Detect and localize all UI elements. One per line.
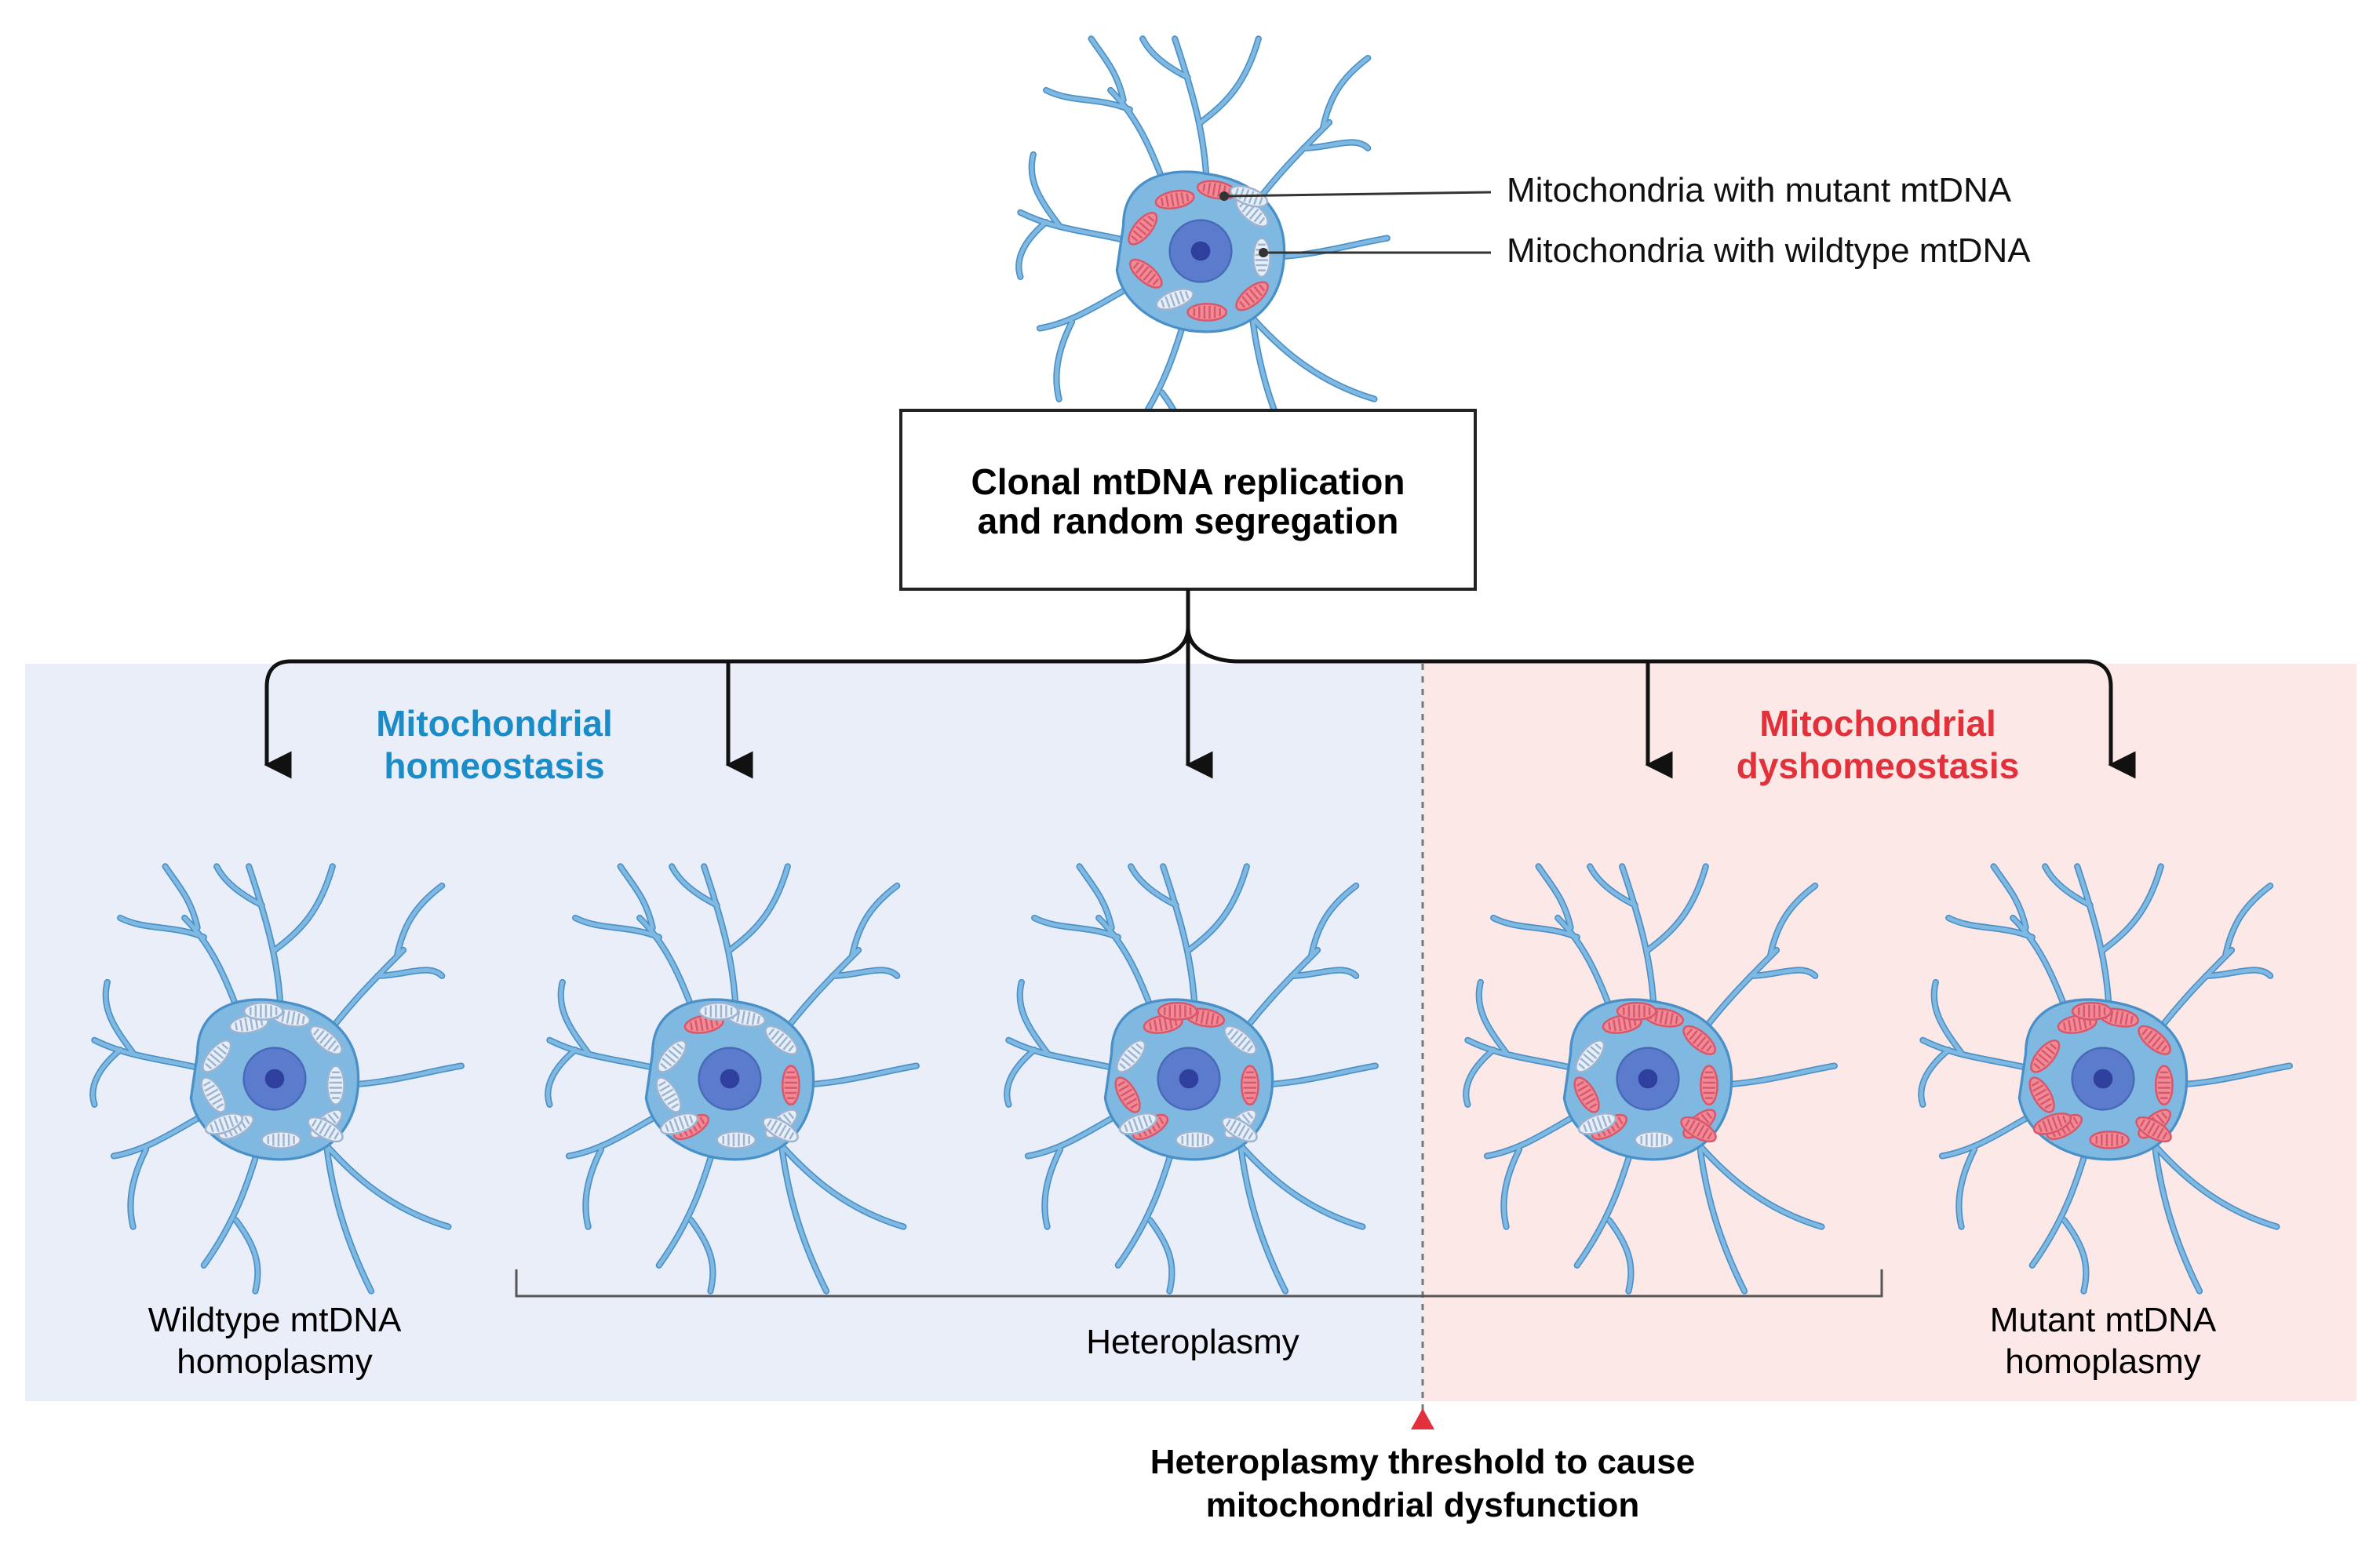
wildtype-label-line1: Wildtype mtDNA (148, 1301, 402, 1339)
mutant-mitochondrion (2089, 1131, 2130, 1149)
legend-mutant-label: Mitochondria with mutant mtDNA (1507, 171, 2012, 209)
threshold-label-line2: mitochondrial dysfunction (1206, 1486, 1639, 1524)
wildtype-mitochondrion (1634, 1131, 1675, 1149)
mutant-mitochondrion (1241, 1065, 1259, 1106)
mutant-mitochondrion (1700, 1065, 1718, 1106)
process-box (899, 409, 1477, 591)
wildtype-mitochondrion (242, 1002, 284, 1021)
heteroplasmy-bracket (515, 1269, 1883, 1298)
process-box-line1: Clonal mtDNA replication (971, 461, 1405, 502)
legend-mutant-leader (1223, 191, 1492, 198)
heteroplasmy-label: Heteroplasmy (1086, 1323, 1299, 1361)
wildtype-mitochondrion (326, 1065, 345, 1106)
mutant-mitochondrion (1157, 1002, 1198, 1021)
wildtype-mitochondrion (1175, 1131, 1216, 1149)
branch-connector (264, 589, 2136, 779)
wildtype-mitochondrion (261, 1131, 302, 1149)
dyshomeostasis-title-line1: Mitochondrial (1759, 703, 1996, 744)
threshold-label-line1: Heteroplasmy threshold to cause (1150, 1443, 1695, 1481)
mutant-mitochondrion (782, 1065, 800, 1106)
threshold-marker (1411, 1408, 1434, 1429)
wildtype-mitochondrion (716, 1131, 757, 1149)
mutant-mitochondrion (2155, 1065, 2174, 1106)
homeostasis-title-line2: homeostasis (384, 745, 604, 786)
mutant-mitochondrion (1616, 1002, 1657, 1021)
process-box-line2: and random segregation (978, 501, 1399, 541)
dyshomeostasis-title-line2: dyshomeostasis (1737, 745, 2019, 786)
mutant-mitochondrion (2071, 1002, 2112, 1021)
mutant-label-line1: Mutant mtDNA (1990, 1301, 2217, 1339)
source-neuron (1019, 38, 1387, 463)
legend-wildtype-label: Mitochondria with wildtype mtDNA (1507, 231, 2031, 270)
wildtype-mitochondrion (698, 1002, 739, 1021)
mutant-label-line2: homoplasmy (2005, 1342, 2200, 1381)
wildtype-label-line2: homoplasmy (177, 1342, 372, 1381)
homeostasis-title-line1: Mitochondrial (376, 703, 613, 744)
